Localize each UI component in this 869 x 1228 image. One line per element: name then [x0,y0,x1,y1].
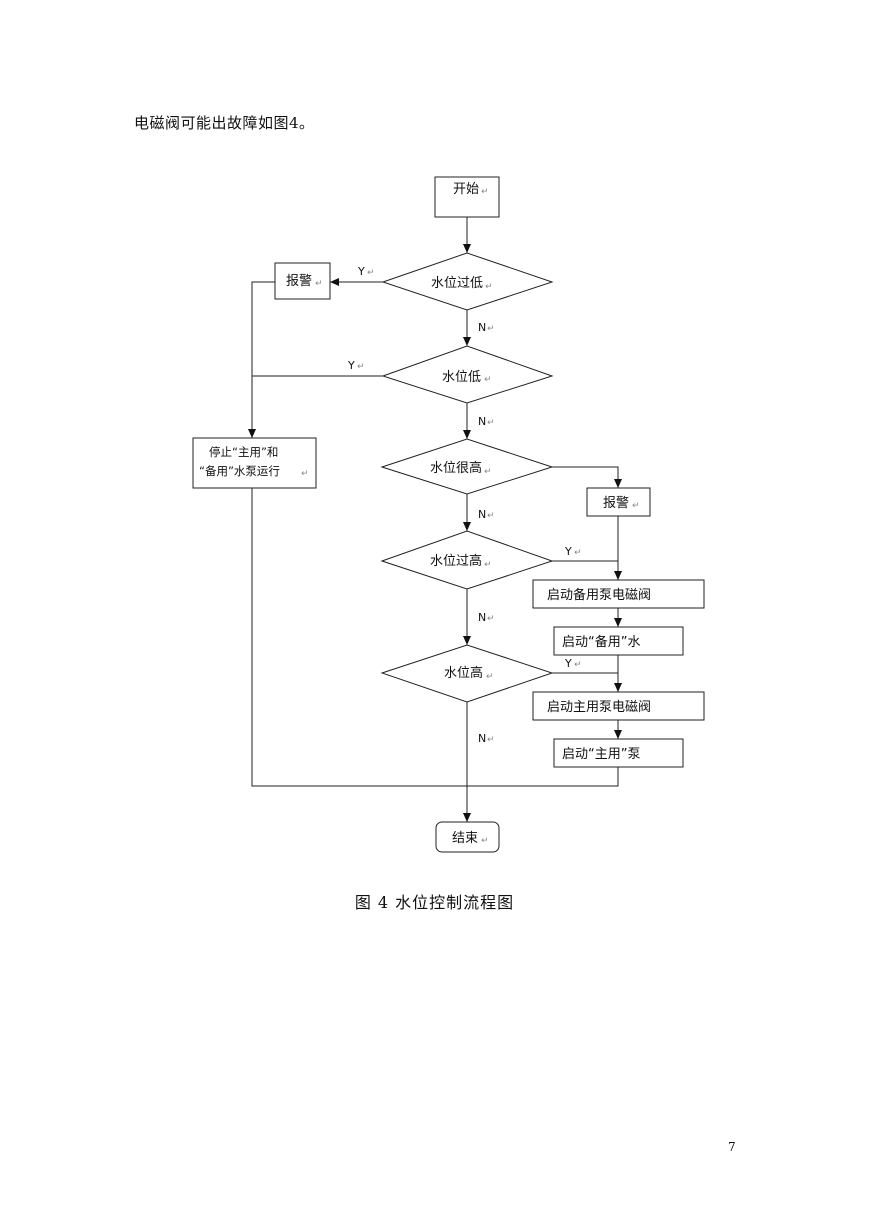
intro-paragraph: 电磁阀可能出故障如图4。 [134,114,315,132]
main-pump-label: 启动“主用”泵 [562,747,640,762]
low-label: 水位低 [442,370,481,385]
return-mark: ↵ [487,511,495,521]
end-label: 结束 [452,831,478,846]
return-mark: ↵ [315,279,323,289]
too-high-label: 水位过高 [430,553,482,569]
no-label-low: N [478,415,486,428]
backup-pump-label: 启动“备用”水 [562,634,640,650]
return-mark: ↵ [484,467,492,477]
connector-bottom-loop [251,488,619,787]
stop-pumps-box [192,437,317,489]
backup-valve-box [532,579,705,609]
decision-too-low [381,252,554,311]
too-low-label: 水位过低 [431,276,483,291]
main-pump-box [553,738,684,768]
return-mark: ↵ [574,660,582,670]
return-mark: ↵ [357,362,365,372]
alarm-left-label: 报警 [286,273,312,289]
start-label: 开始 [453,182,479,197]
decision-too-high [380,530,554,590]
return-mark: ↵ [484,560,492,570]
yes-label-low: Y [347,359,355,372]
return-mark: ↵ [487,324,495,334]
return-mark: ↵ [367,268,375,278]
decision-high [380,644,554,703]
alarm-box-left [274,262,331,300]
water-level-flowchart: 开始 报警 水位过低 水位低 停止“主用”和 “备用”水泵运行 水位很高 报警 … [192,176,705,853]
return-mark: ↵ [301,469,309,479]
decision-very-high [380,438,554,495]
no-label-very-high: N [478,508,486,521]
return-mark: ↵ [487,735,495,745]
no-label-too-low: N [478,321,486,334]
main-valve-box [532,691,705,721]
yes-label-too-high: Y [564,545,572,558]
connector-alarm-to-stop [248,281,275,438]
alarm-box-right [586,487,651,517]
backup-valve-label: 启动备用泵电磁阀 [547,587,651,603]
yes-label-high: Y [564,657,572,670]
decision-low [381,345,554,404]
connector-very-high-yes [552,466,622,488]
very-high-label: 水位很高 [430,460,482,476]
return-mark: ↵ [574,548,582,558]
backup-pump-box [553,626,684,656]
yes-label-too-low: Y [357,265,365,278]
stop-pumps-label-1: 停止“主用”和 [209,445,278,459]
return-mark: ↵ [481,836,489,846]
return-mark: ↵ [487,418,495,428]
page-number: 7 [728,1140,736,1154]
stop-pumps-label-2: “备用”水泵运行 [199,464,280,478]
main-valve-label: 启动主用泵电磁阀 [547,700,651,715]
return-mark: ↵ [632,501,640,511]
start-box [434,176,500,218]
return-mark: ↵ [481,187,489,197]
figure-caption: 图 4 水位控制流程图 [354,893,515,912]
return-mark: ↵ [486,672,494,682]
return-mark: ↵ [484,375,492,385]
alarm-right-label: 报警 [603,495,629,511]
no-label-high: N [478,732,486,745]
no-label-too-high: N [478,611,486,624]
return-mark: ↵ [485,282,493,292]
return-mark: ↵ [487,614,495,624]
end-box [435,821,500,853]
high-label: 水位高 [444,665,483,681]
